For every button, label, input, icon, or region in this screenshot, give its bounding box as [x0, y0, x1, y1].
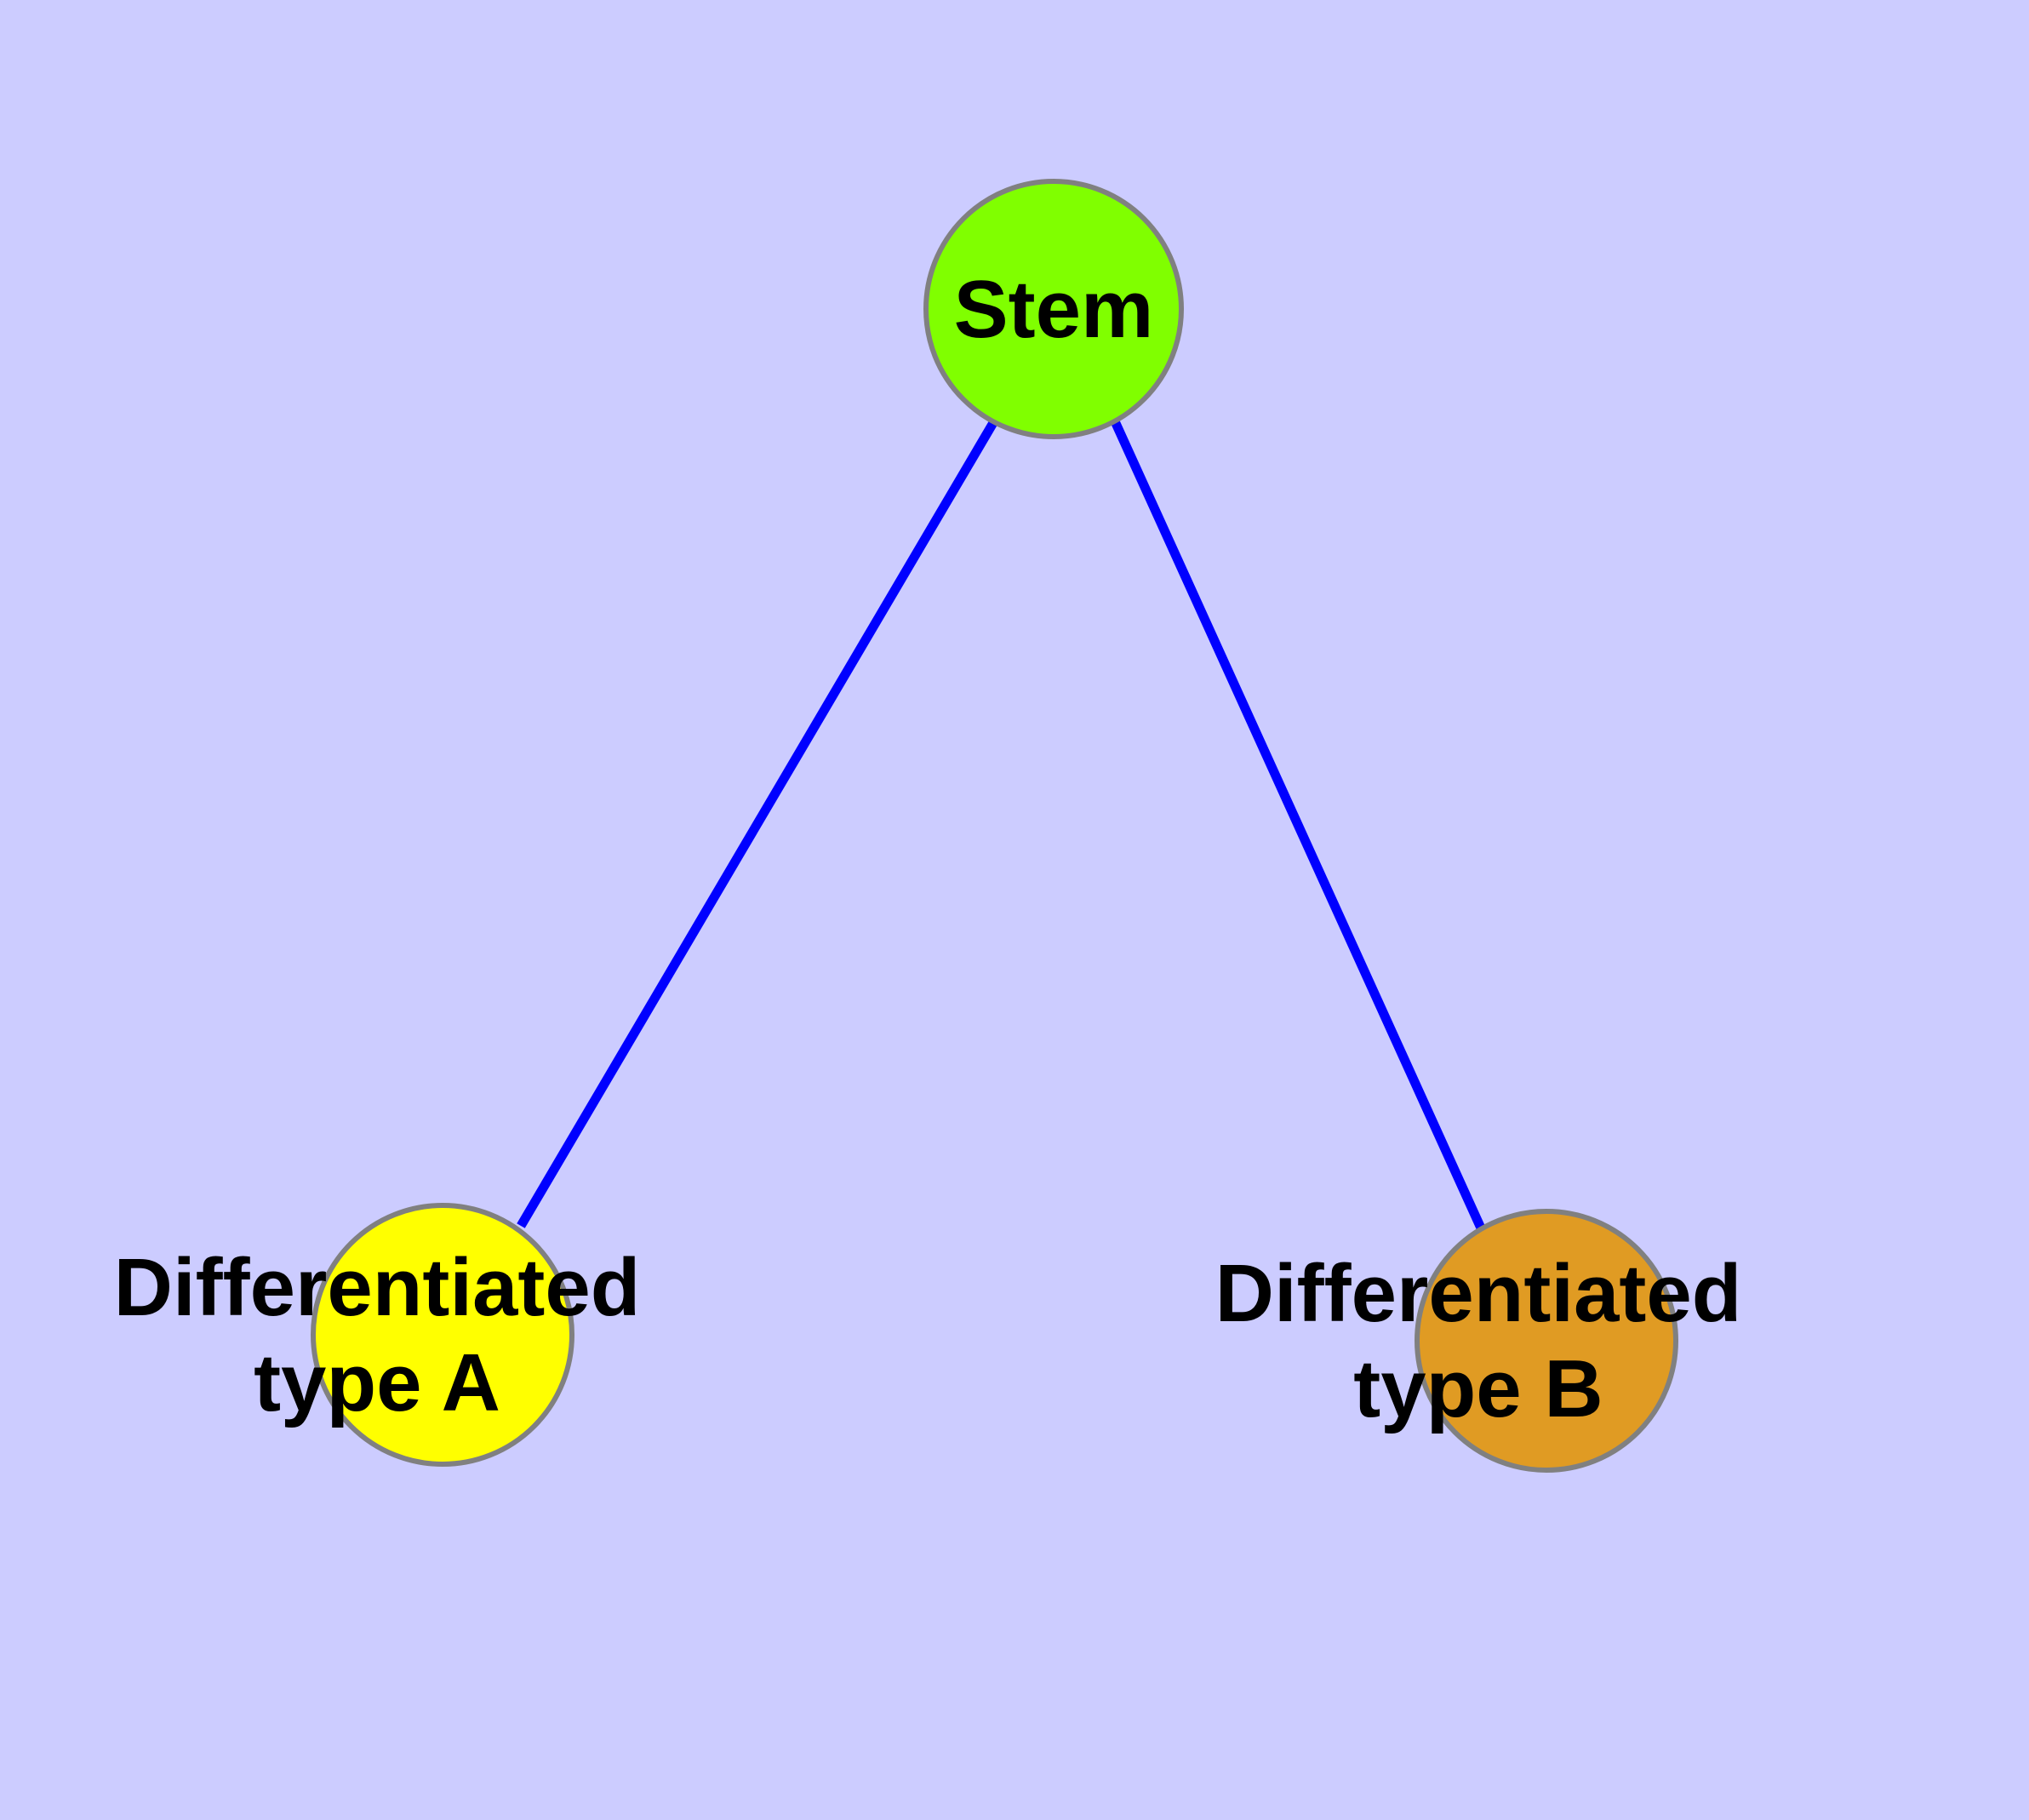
node-stem[interactable]: Stem: [923, 179, 1184, 439]
node-label-diff_b-line-2: type B: [1353, 1343, 1603, 1434]
node-label-stem-line-1: Stem: [954, 264, 1154, 355]
node-circle-stem[interactable]: [923, 179, 1184, 439]
node-label-diff_b-line-1: Differentiated: [1215, 1248, 1742, 1339]
node-label-diff_a-line-1: Differentiated: [114, 1242, 641, 1333]
node-label-diff_a-line-2: type A: [254, 1337, 500, 1428]
node-circle-diff_a[interactable]: [311, 1203, 574, 1467]
edge-stem-diff-a[interactable]: [517, 419, 998, 1228]
node-circle-diff_b[interactable]: [1415, 1209, 1678, 1473]
edges-group: [517, 419, 1488, 1234]
edge-stem-diff-b[interactable]: [1110, 419, 1488, 1234]
